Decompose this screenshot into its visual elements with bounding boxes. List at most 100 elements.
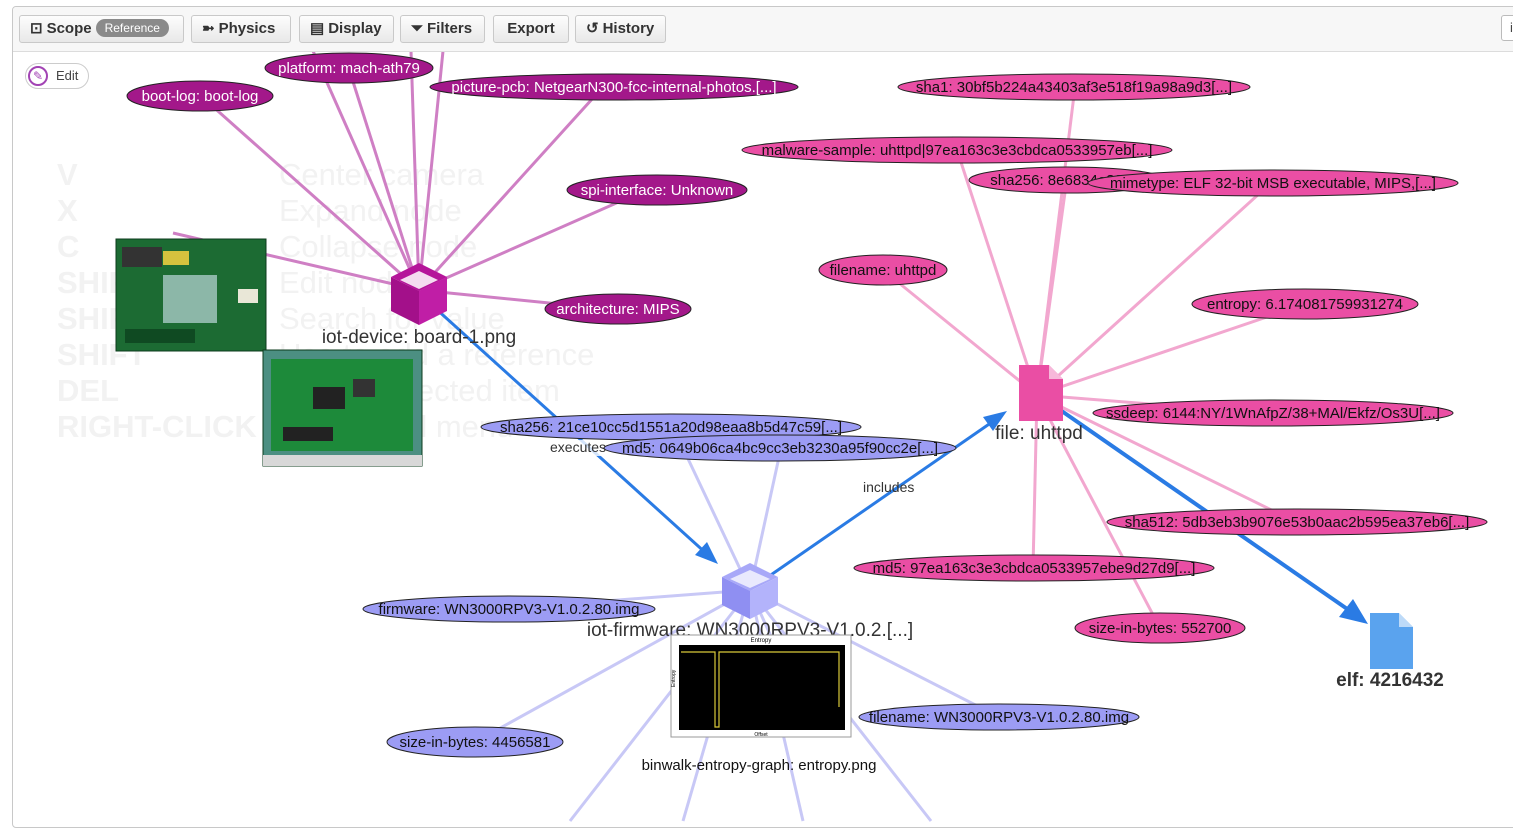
entropy-chart-title: Entropy (751, 638, 772, 644)
edit-button[interactable]: ✎ Edit (25, 63, 89, 89)
edge (1036, 302, 1306, 397)
firmware-attribute-nodes: sha256: 21ce10cc5d1551a20d98eaa8b5d47c59… (362, 413, 1140, 758)
attribute-node[interactable]: sha1: 30bf5b224a43403af3e518f19a98a9d3[.… (897, 73, 1251, 101)
filters-button[interactable]: ⏷Filters (400, 15, 485, 43)
pencil-icon: ✎ (28, 66, 48, 86)
elf-node[interactable]: elf: 4216432 (1336, 613, 1444, 691)
shortcut-key: V (57, 157, 78, 192)
edge (1035, 394, 1162, 629)
attribute-label: filename: WN3000RPV3-V1.0.2.80.img (869, 709, 1129, 726)
attribute-node[interactable]: malware-sample: uhttpd|97ea163c3e3cbdca0… (741, 136, 1173, 164)
attribute-node[interactable]: filename: uhttpd (818, 254, 948, 286)
attribute-node[interactable]: size-in-bytes: 4456581 (386, 726, 564, 758)
entropy-chart-ylabel: Entropy (671, 669, 677, 687)
arrow-head (695, 542, 718, 564)
edit-label: Edit (56, 68, 79, 83)
reference-badge: Reference (95, 19, 169, 37)
physics-button[interactable]: ➼Physics (191, 15, 291, 43)
file-uhttpd-label: file: uhttpd (995, 423, 1083, 444)
edge (1035, 177, 1069, 396)
cube-icon (722, 563, 778, 619)
display-label: Display (328, 20, 382, 37)
elf-edge[interactable] (1051, 403, 1355, 615)
export-button[interactable]: Export (493, 15, 569, 43)
pcb-trace (125, 329, 195, 343)
history-button[interactable]: ↺History (575, 15, 666, 43)
entropy-line (681, 651, 840, 728)
attribute-node[interactable]: sha512: 5db3eb3b9076e53b0aac2b595ea37eb6… (1106, 508, 1488, 536)
display-icon: ▤ (310, 20, 325, 37)
attribute-label: sha512: 5db3eb3b9076e53b0aac2b595ea37eb6… (1125, 514, 1470, 531)
scope-label: Scope (46, 20, 92, 37)
pcb-label (238, 289, 258, 303)
graph-canvas[interactable]: V Center camera X Expand node C Collapse… (13, 7, 1513, 827)
file-icon-fold (1399, 613, 1413, 627)
attribute-label: architecture: MIPS (556, 301, 679, 318)
shortcut-action: Expand node (279, 193, 462, 228)
edge (409, 50, 421, 291)
attribute-label: platform: mach-ath79 (278, 60, 420, 77)
attribute-label: size-in-bytes: 552700 (1089, 620, 1232, 637)
attribute-node[interactable]: mimetype: ELF 32-bit MSB executable, MIP… (1087, 169, 1459, 197)
iot-device-label: iot-device: board-1.png (322, 327, 516, 348)
edge (1036, 393, 1297, 524)
graph-panel: V Center camera X Expand node C Collapse… (12, 6, 1513, 828)
attribute-label: md5: 97ea163c3e3cbdca0533957ebe9d27d9[..… (873, 560, 1196, 577)
attribute-label: ssdeep: 6144:NY/1WnAfpZ/38+MAl/Ekfz/Os3U… (1106, 405, 1440, 422)
attribute-label: entropy: 6.174081759931274 (1207, 296, 1403, 313)
attribute-node[interactable]: md5: 97ea163c3e3cbdca0533957ebe9d27d9[..… (853, 554, 1215, 582)
device-edges (172, 50, 647, 311)
attribute-node[interactable]: platform: mach-ath79 (264, 52, 434, 84)
executes-label: executes (550, 439, 606, 455)
attribute-node[interactable]: ssdeep: 6144:NY/1WnAfpZ/38+MAl/Ekfz/Os3U… (1092, 399, 1454, 427)
attribute-node[interactable]: picture-pcb: NetgearN300-fcc-internal-ph… (429, 73, 799, 101)
attribute-label: sha256: 21ce10cc5d1551a20d98eaa8b5d47c59… (500, 419, 842, 436)
edge (417, 85, 605, 292)
attribute-node[interactable]: spi-interface: Unknown (566, 174, 748, 206)
physics-label: Physics (218, 20, 276, 37)
edge (311, 50, 421, 291)
attribute-node[interactable]: filename: WN3000RPV3-V1.0.2.80.img (858, 703, 1140, 731)
attribute-label: size-in-bytes: 4456581 (400, 734, 551, 751)
export-label: Export (507, 20, 555, 37)
filter-icon: ⏷ (411, 20, 424, 37)
history-label: History (602, 20, 655, 37)
attribute-node[interactable]: firmware: WN3000RPV3-V1.0.2.80.img (362, 595, 656, 623)
file-attribute-nodes: sha1: 30bf5b224a43403af3e518f19a98a9d3[.… (741, 73, 1488, 644)
cube-icon (391, 263, 447, 325)
shortcut-key: C (57, 229, 79, 264)
filters-label: Filters (427, 20, 473, 37)
edge (882, 268, 1038, 397)
pcb-shield (163, 275, 217, 323)
attribute-node[interactable]: size-in-bytes: 552700 (1074, 612, 1246, 644)
edge (1035, 181, 1273, 397)
attribute-node[interactable]: sha256: 21ce10cc5d1551a20d98eaa8b5d47c59… (480, 413, 862, 441)
edge-label-bg (549, 440, 611, 456)
arrow-head (1339, 599, 1368, 624)
entropy-chart-xlabel: Offset (754, 732, 768, 738)
attribute-node[interactable]: architecture: MIPS (544, 293, 692, 325)
attribute-node[interactable]: md5: 0649b06ca4bc9cc3eb3230a95f90cc2e[..… (603, 434, 957, 462)
pcb-component (163, 251, 189, 265)
elf-label: elf: 4216432 (1336, 670, 1444, 691)
device-attribute-nodes: boot-log: boot-log platform: mach-ath79 … (126, 52, 799, 325)
edge (749, 588, 1000, 719)
shortcut-key: X (57, 193, 78, 228)
file-uhttpd-node[interactable]: file: uhttpd (995, 365, 1083, 444)
includes-edge[interactable] (764, 418, 996, 581)
scope-icon: ⊡ (30, 20, 43, 37)
pcb-connector (122, 247, 162, 267)
edge (568, 589, 752, 822)
attribute-node[interactable]: boot-log: boot-log (126, 80, 274, 112)
attribute-node[interactable]: entropy: 6.174081759931274 (1191, 288, 1419, 320)
display-button[interactable]: ▤Display (299, 15, 394, 43)
pcb-connector (283, 427, 333, 441)
iot-device-node[interactable]: iot-device: board-1.png (115, 238, 516, 467)
entropy-graph-node[interactable]: Entropy Entropy Offset binwalk-entropy-g… (642, 634, 877, 774)
file-icon-fold (1049, 365, 1063, 379)
edge (347, 68, 421, 291)
search-input[interactable]: iot-fi (1501, 15, 1513, 41)
edge (1031, 394, 1039, 569)
